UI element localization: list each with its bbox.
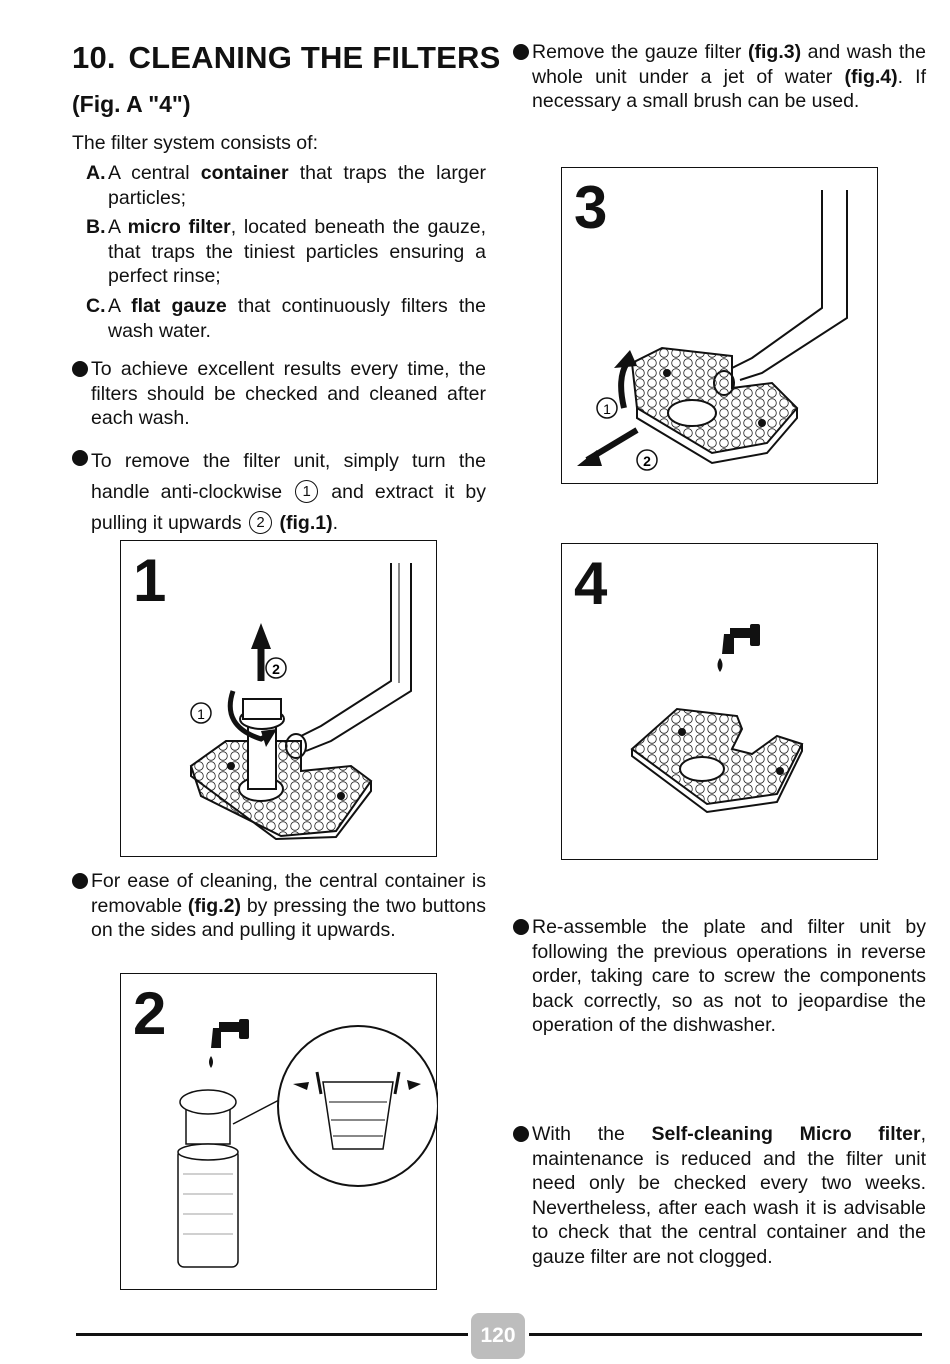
list-item-b: B. A micro filter, located beneath the g… bbox=[86, 216, 486, 287]
list-item-c: C. A flat gauze that continuously filter… bbox=[86, 295, 486, 342]
section-title-text: CLEANING THE FILTERS bbox=[128, 40, 501, 75]
intro-text: The filter system consists of: bbox=[72, 132, 318, 154]
footer-rule-right bbox=[529, 1333, 922, 1336]
page-number: 120 bbox=[471, 1313, 525, 1359]
svg-text:1: 1 bbox=[197, 706, 205, 722]
callout-2-icon: 2 bbox=[249, 511, 273, 534]
bullet-reassemble: Re-assemble the plate and filter unit by… bbox=[532, 916, 926, 1036]
figure-1: 1 1 2 bbox=[120, 540, 437, 857]
water-tap-icon bbox=[717, 624, 760, 672]
section-number: 10. bbox=[72, 40, 116, 75]
svg-text:1: 1 bbox=[603, 401, 611, 417]
bullet-icon bbox=[72, 450, 88, 466]
bullet-check-filters: To achieve excellent results every time,… bbox=[91, 358, 486, 429]
section-subtitle: (Fig. A "4") bbox=[72, 91, 191, 117]
bullet-icon bbox=[72, 361, 88, 377]
bullet-remove-gauze: Remove the gauze filter (fig.3) and wash… bbox=[532, 41, 927, 112]
gauze-removal-illustration: 1 2 bbox=[577, 190, 848, 471]
bullet-central-container: For ease of cleaning, the central contai… bbox=[91, 870, 486, 941]
container-removal-illustration bbox=[177, 1019, 438, 1268]
bullet-remove-filter: To remove the filter unit, simply turn t… bbox=[91, 450, 486, 534]
figure-number: 1 bbox=[133, 547, 167, 614]
bullet-icon bbox=[513, 919, 529, 935]
bullet-self-cleaning: With the Self-cleaning Micro filter, mai… bbox=[532, 1123, 926, 1268]
figure-3: 3 1 2 bbox=[561, 167, 878, 484]
footer-rule-left bbox=[76, 1333, 468, 1336]
figure-4: 4 bbox=[561, 543, 878, 860]
gauze-washing-illustration bbox=[630, 624, 804, 814]
bullet-icon bbox=[513, 1126, 529, 1142]
figure-number: 4 bbox=[574, 550, 608, 617]
callout-1-icon: 1 bbox=[295, 480, 319, 503]
filter-removal-illustration: 1 2 bbox=[189, 563, 412, 841]
bullet-icon bbox=[72, 873, 88, 889]
section-title: 10. CLEANING THE FILTERS bbox=[72, 40, 501, 76]
water-tap-icon bbox=[209, 1019, 249, 1068]
svg-text:2: 2 bbox=[272, 661, 280, 677]
figure-2: 2 bbox=[120, 973, 438, 1290]
bullet-icon bbox=[513, 44, 529, 60]
figure-number: 2 bbox=[133, 980, 167, 1047]
svg-text:2: 2 bbox=[643, 453, 651, 469]
figure-number: 3 bbox=[574, 174, 608, 241]
list-item-a: A. A central container that traps the la… bbox=[86, 162, 486, 209]
